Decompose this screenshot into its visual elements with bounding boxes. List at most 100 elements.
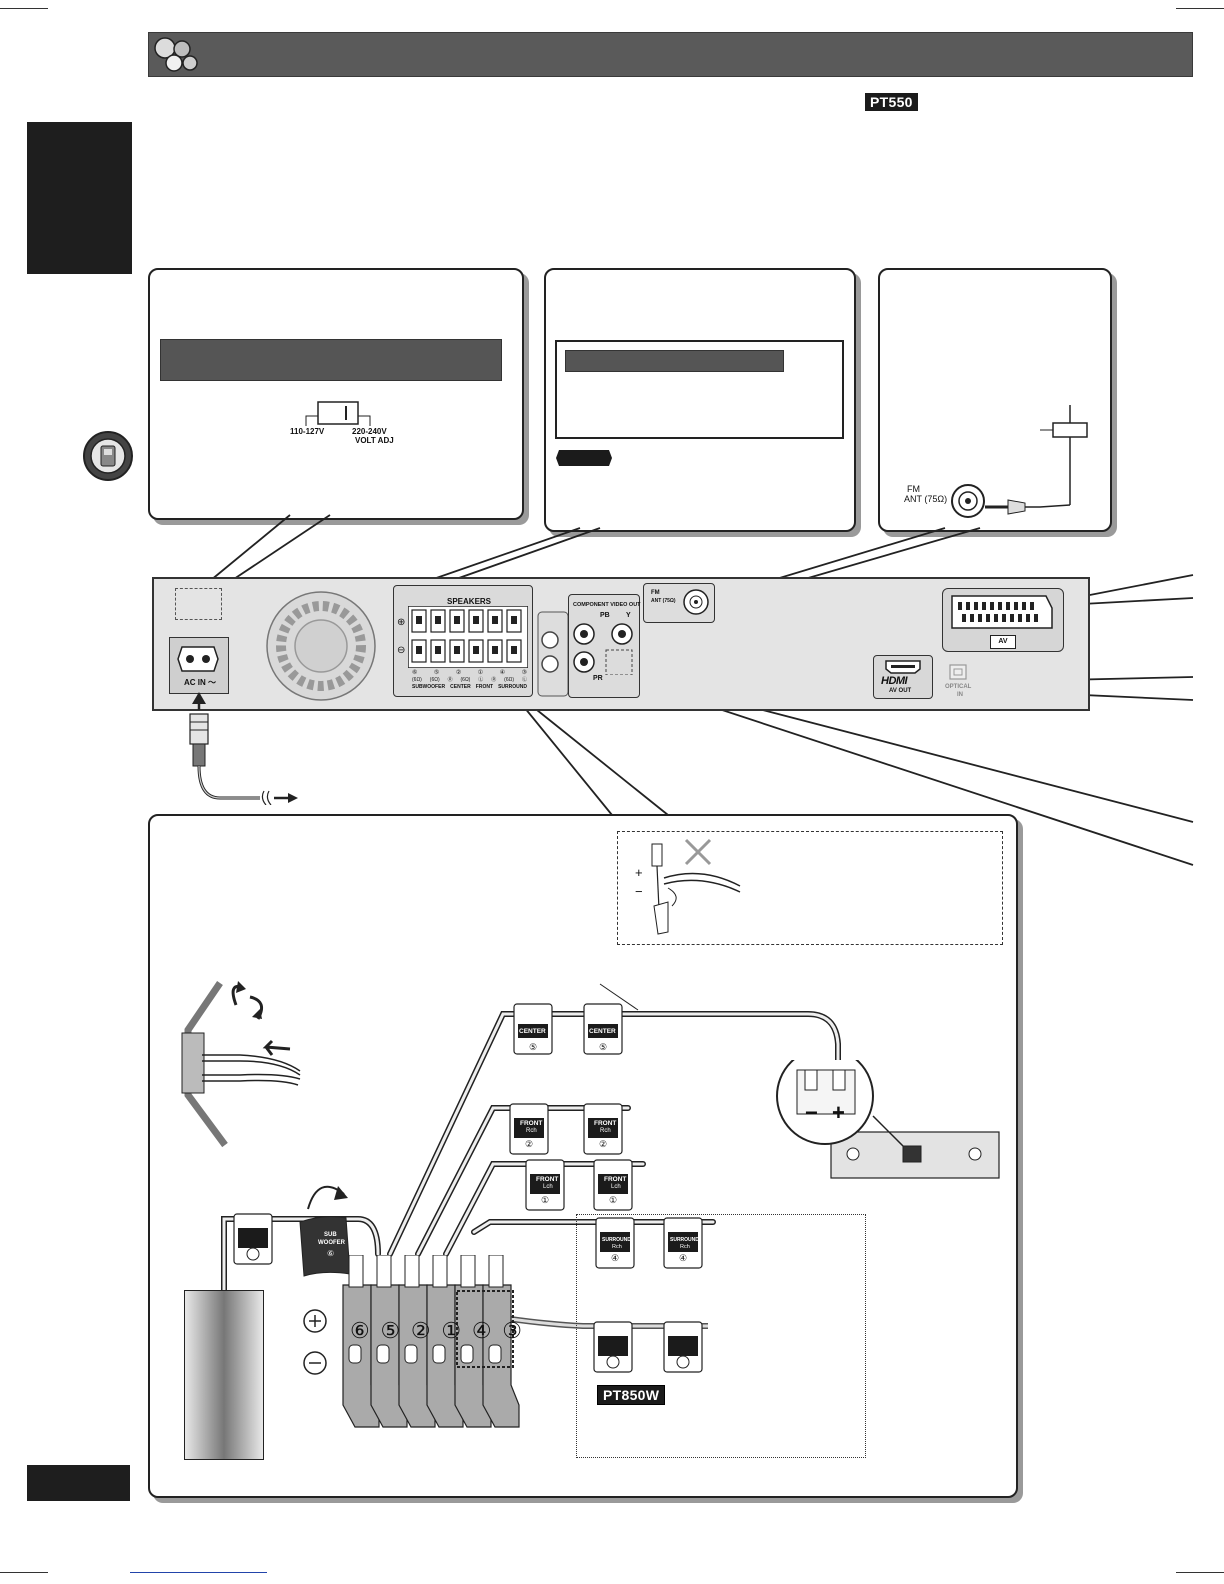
terminal-number: ⑤	[380, 1318, 401, 1343]
hdmi-av-out-label: AV OUT	[889, 688, 912, 694]
front-r-tag-num-2: ②	[599, 1139, 608, 1149]
surround-r-tag-label-2: SURROUND	[670, 1237, 699, 1243]
ac-in-label: AC IN ～	[184, 678, 216, 687]
subwoofer-cabinet	[184, 1290, 264, 1460]
section-header-bar	[148, 32, 1193, 77]
center-tag-num-2: ⑤	[599, 1042, 608, 1052]
crop-mark	[130, 1572, 267, 1573]
front-r-tag-label-2: FRONT	[594, 1120, 617, 1127]
section-circles-icon	[154, 37, 198, 72]
voltage-right-label: 220-240V	[352, 427, 387, 436]
fm-ant-jack[interactable]	[681, 587, 711, 617]
crop-mark	[0, 8, 48, 9]
reference-icon	[83, 431, 133, 481]
note-box-bar	[565, 350, 784, 372]
antenna-callout	[878, 268, 1112, 532]
rear-label-subwoofer: SUBWOOFER	[412, 684, 446, 690]
wire-insertion-diagram	[181, 981, 301, 1148]
component-jacks[interactable]	[572, 620, 634, 675]
front-l-tag-num-2: ①	[609, 1195, 618, 1205]
component-y-label: Y	[626, 612, 631, 619]
hdmi-socket[interactable]	[885, 660, 921, 674]
caution-plus-mark: +	[635, 865, 643, 880]
caution-box	[617, 831, 1003, 945]
fm-ant-label-2: ANT (75Ω)	[651, 598, 676, 604]
terminal-clips[interactable]	[335, 1255, 525, 1435]
fm-ant-label-1: FM	[651, 590, 660, 596]
voltage-selector-area	[175, 588, 222, 620]
surround-r-tag-num-2: ④	[679, 1253, 688, 1263]
speaker-back-terminal	[776, 1060, 1000, 1179]
rear-spk-num: ④	[499, 670, 506, 676]
rear-spk-num: ③	[521, 670, 527, 676]
pt850w-surround-box	[576, 1214, 866, 1458]
surround-r-tag-ch-2: Rch	[680, 1244, 690, 1250]
optical-in-socket[interactable]	[948, 663, 970, 683]
front-r-tag-ch-2: Rch	[600, 1128, 611, 1134]
rear-spk-num: ⑥	[412, 670, 418, 676]
component-title: COMPONENT VIDEO OUT	[573, 602, 641, 608]
scart-av-socket[interactable]	[950, 594, 1054, 630]
speakers-title: SPEAKERS	[447, 597, 492, 606]
surround-r-tag-num-1: ④	[611, 1253, 620, 1263]
page-number-tab	[27, 1465, 130, 1501]
rear-label-center: CENTER	[450, 684, 471, 690]
scart-av-label: AV	[990, 635, 1016, 649]
speaker-plus-sign: +	[832, 1100, 845, 1125]
voltage-callout	[148, 268, 524, 520]
component-video-block	[568, 594, 640, 698]
rear-spk-num: ①	[477, 670, 484, 676]
ac-in-socket[interactable]	[176, 645, 220, 673]
crop-mark	[0, 1572, 48, 1573]
rear-spk-rl: Ⓡ	[447, 677, 453, 683]
wrong-connection-diagram	[651, 838, 741, 935]
center-tag-label-2: CENTER	[589, 1028, 616, 1035]
optical-label-1: OPTICAL	[945, 684, 972, 690]
front-r-tag-label-1: FRONT	[520, 1120, 543, 1127]
rear-spk-rl: Ⓛ	[521, 677, 527, 683]
rear-spk-rl: Ⓡ	[491, 677, 497, 683]
rear-spk-ohm: (6Ω)	[504, 677, 515, 683]
speaker-channel-legend: ⑥ ⑤ ② ① ④ ③ (6Ω) (6Ω) Ⓡ (6Ω) Ⓛ Ⓡ (6Ω) Ⓛ …	[412, 670, 527, 691]
rear-spk-rl: Ⓛ	[478, 677, 484, 683]
antenna-ant-label: ANT (75Ω)	[904, 494, 948, 504]
note-badge	[556, 450, 612, 466]
side-chapter-tab	[27, 122, 132, 274]
rear-spk-ohm: (6Ω)	[460, 677, 471, 683]
model-badge-pt550: PT550	[865, 93, 918, 111]
front-l-tag-num-1: ①	[541, 1195, 550, 1205]
rear-spk-num: ②	[455, 670, 462, 676]
hdmi-logo: HDMI	[881, 675, 908, 687]
crop-mark	[1176, 1572, 1224, 1573]
front-l-tag-ch-1: Lch	[543, 1184, 553, 1190]
aux-jacks[interactable]	[532, 610, 572, 700]
terminal-number: ③	[502, 1318, 522, 1343]
rear-plus-mark: ⊕	[397, 617, 406, 628]
caution-minus-mark: −	[635, 884, 643, 899]
speaker-tags	[233, 1003, 703, 1373]
component-pr-label: PR	[593, 675, 603, 682]
rear-label-surround: SURROUND	[498, 684, 527, 690]
sub-tag-label-1: SUB	[324, 1232, 337, 1238]
speaker-terminals[interactable]	[408, 606, 528, 668]
ac-power-cord	[189, 692, 298, 805]
sub-tag-label-2: WOOFER	[318, 1240, 345, 1246]
optical-label-2: IN	[957, 692, 963, 698]
component-pb-label: PB	[600, 612, 610, 619]
model-badge-pt850w: PT850W	[597, 1385, 666, 1405]
center-tag-num-1: ⑤	[529, 1042, 538, 1052]
terminal-number: ⑥	[350, 1318, 370, 1343]
speaker-minus-sign: −	[805, 1100, 818, 1125]
sub-tag-num: ⑥	[327, 1249, 335, 1258]
terminal-number: ②	[410, 1318, 431, 1343]
front-r-tag-ch-1: Rch	[526, 1128, 537, 1134]
voltage-callout-bar	[160, 339, 502, 381]
front-l-tag-label-2: FRONT	[604, 1176, 627, 1183]
rear-label-front: FRONT	[475, 684, 494, 690]
voltage-selector-diagram	[305, 401, 371, 426]
rear-spk-ohm: (6Ω)	[412, 677, 422, 683]
surround-r-tag-label-1: SURROUND	[602, 1237, 631, 1243]
polarity-marks	[303, 1309, 327, 1375]
center-tag-label-1: CENTER	[519, 1028, 546, 1035]
fan-grille	[266, 591, 376, 701]
